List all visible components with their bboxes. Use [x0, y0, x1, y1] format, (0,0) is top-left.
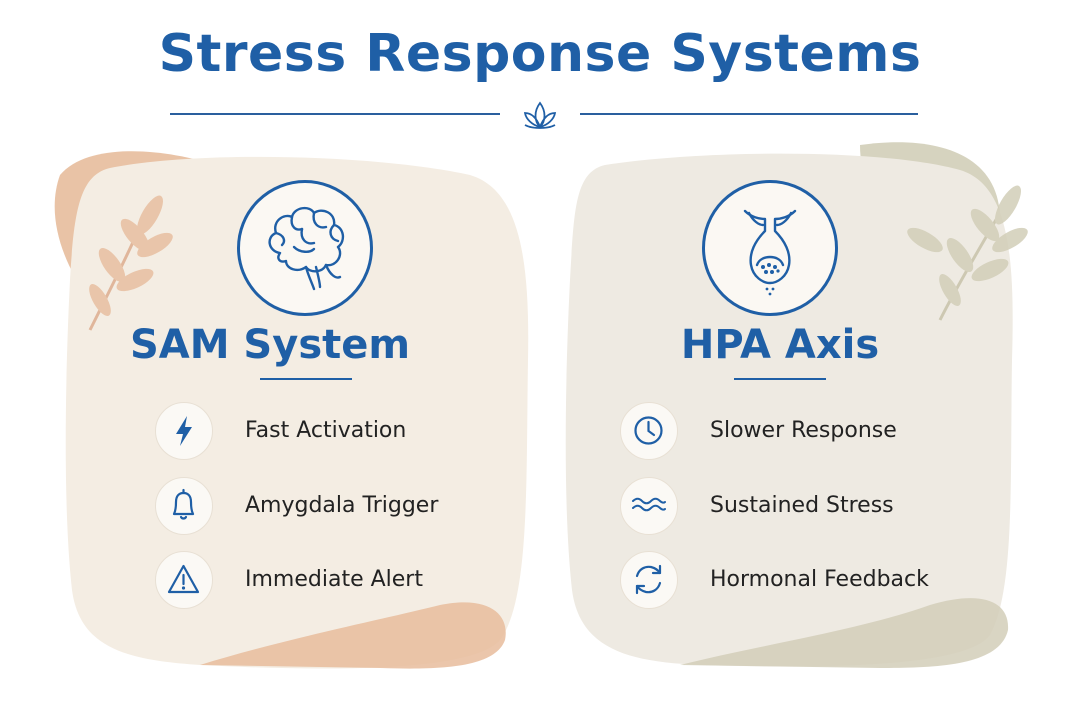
- panel-title-underline: [734, 378, 826, 380]
- feature-icon-circle: [620, 477, 678, 535]
- panel-title: HPA Axis: [680, 322, 880, 368]
- bell-icon: [172, 488, 195, 520]
- left-panel-shape: [65, 156, 529, 669]
- right-leaf-icon: [907, 185, 1028, 321]
- feature-label: Hormonal Feedback: [710, 567, 929, 592]
- hpa-axis-panel: HPA Axis Slower Response Sustained Stres…: [540, 0, 1080, 720]
- pituitary-gland-icon: [743, 209, 797, 296]
- feature-icon-circle: [620, 402, 678, 460]
- feature-icon-circle: [155, 477, 213, 535]
- feature-label: Amygdala Trigger: [245, 493, 439, 518]
- left-leaf-icon: [88, 195, 173, 331]
- page-title: Stress Response Systems: [158, 24, 922, 84]
- right-bottom-blob: [680, 598, 1009, 668]
- feature-label: Sustained Stress: [710, 493, 894, 518]
- clock-icon: [634, 416, 663, 445]
- sam-system-panel: SAM System Fast Activation Amygdala Trig…: [129, 180, 439, 609]
- feature-label: Slower Response: [710, 418, 897, 443]
- panel-title-underline: [260, 378, 352, 380]
- feature-label: Fast Activation: [245, 418, 407, 443]
- feature-icon-circle: [620, 551, 678, 609]
- brain-emblem: [237, 180, 373, 316]
- warning-icon: [167, 564, 200, 594]
- feature-label: Immediate Alert: [245, 567, 423, 592]
- lotus-icon: [523, 101, 557, 129]
- brain-icon: [268, 206, 345, 291]
- lightning-icon: [176, 416, 192, 446]
- left-bottom-blob: [200, 602, 506, 669]
- right-panel-shape: [565, 153, 1013, 667]
- waves-icon: [632, 497, 666, 512]
- feature-icon-circle: [155, 402, 213, 460]
- feature-icon-circle: [155, 551, 213, 609]
- pituitary-emblem: [702, 180, 838, 316]
- title-divider-right: [580, 113, 918, 115]
- title-divider-left: [170, 113, 500, 115]
- panel-title: SAM System: [129, 322, 411, 368]
- cycle-arrows-icon: [635, 564, 662, 595]
